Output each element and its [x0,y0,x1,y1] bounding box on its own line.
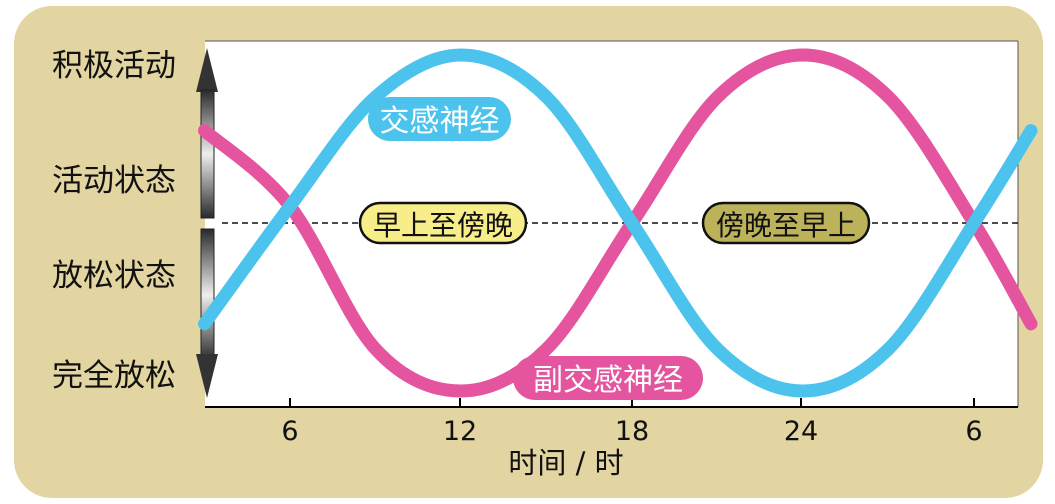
daytime-label: 早上至傍晚 [358,201,528,245]
nighttime-label: 傍晚至早上 [701,201,871,245]
sympathetic-curve [198,48,1038,398]
parasympathetic-label-text: 副交感神经 [533,363,683,398]
y-level-label-full-relax: 完全放松 [52,358,176,394]
y-level-label-relaxed: 放松状态 [52,258,176,294]
x-tick-label: 6 [965,416,982,447]
y-level-label-activity: 活动状态 [52,163,176,199]
x-axis-title: 时间 / 时 [508,446,623,480]
x-tick-marks [289,398,975,407]
x-tick-label: 18 [615,416,649,447]
parasympathetic-label: 副交感神经 [513,356,703,400]
x-tick-label: 24 [784,416,818,447]
daytime-label-text: 早上至傍晚 [373,209,513,242]
y-level-label-active: 积极活动 [52,48,176,84]
sympathetic-label-text: 交感神经 [380,104,500,139]
sympathetic-label: 交感神经 [368,97,511,141]
nighttime-label-text: 傍晚至早上 [716,209,856,242]
x-tick-label: 6 [281,416,298,447]
x-tick-label: 12 [443,416,477,447]
